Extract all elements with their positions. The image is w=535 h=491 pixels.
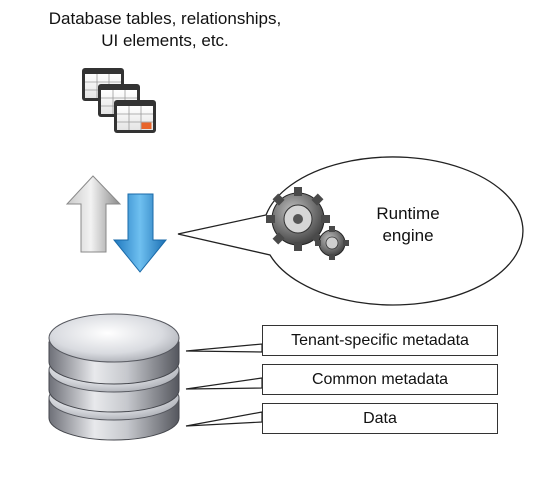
up-arrow-icon (65, 175, 122, 253)
layer-tenant-specific-metadata: Tenant-specific metadata (262, 325, 498, 356)
runtime-engine-bubble (177, 156, 524, 306)
sync-arrows-icon (65, 175, 168, 273)
layer-common-metadata: Common metadata (262, 364, 498, 395)
down-arrow-icon (112, 193, 168, 273)
connector-common (185, 377, 263, 390)
database-icon (48, 313, 180, 441)
engine-line-1: Runtime (376, 204, 440, 223)
runtime-engine-label: Runtime engine (358, 203, 458, 247)
form-stack-icon (82, 68, 156, 133)
highlight-cell (141, 122, 152, 129)
caption-line-2: UI elements, etc. (101, 31, 229, 50)
metadata-caption: Database tables, relationships, UI eleme… (0, 8, 330, 52)
gears-icon (266, 187, 349, 260)
connector-tenant (185, 343, 263, 353)
callout-connectors (185, 343, 263, 427)
caption-line-1: Database tables, relationships, (48, 9, 282, 28)
connector-data (185, 411, 263, 427)
layer-data: Data (262, 403, 498, 434)
engine-line-2: engine (382, 226, 434, 245)
